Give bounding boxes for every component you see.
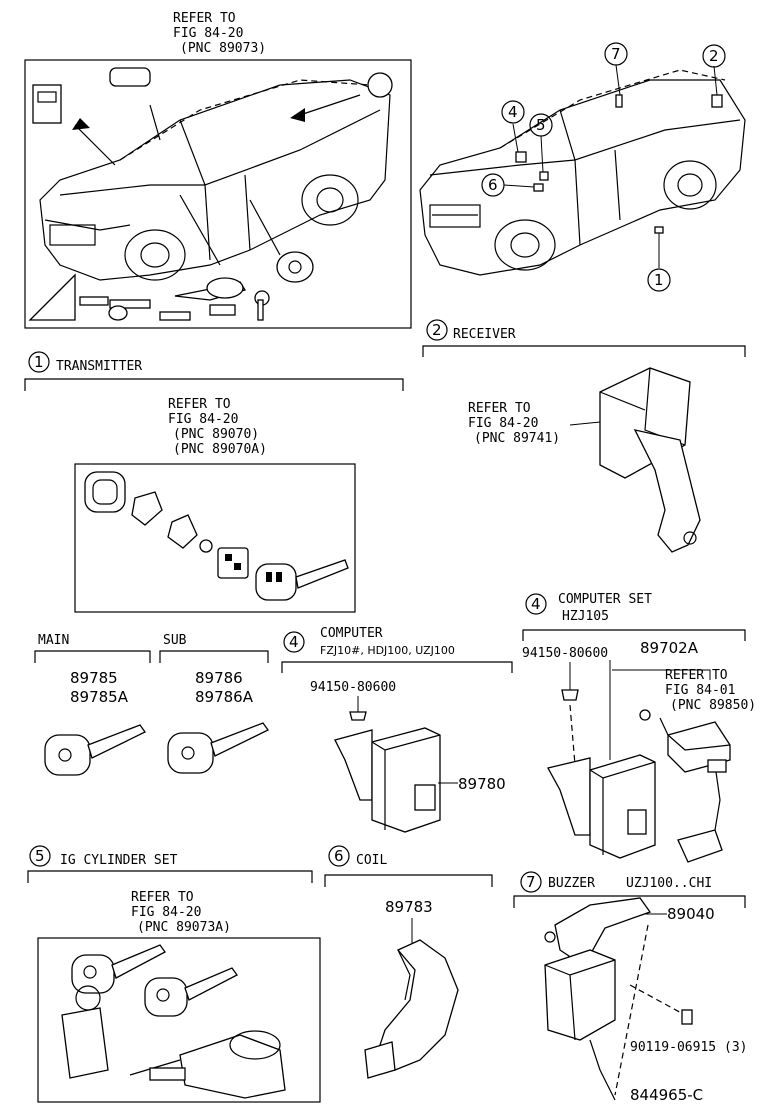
transmitter-frame (74, 463, 356, 613)
computer-set-title: COMPUTER SET (558, 592, 652, 607)
callout-2: 2 (702, 44, 726, 68)
svg-text:(PNC 89070A): (PNC 89070A) (173, 442, 267, 457)
svg-text:89786: 89786 (195, 669, 243, 687)
coil-section: 6 COIL 89783 (324, 845, 493, 1079)
vehicle-left-illustration (28, 67, 393, 321)
svg-text:(PNC 89741): (PNC 89741) (474, 431, 560, 446)
svg-text:94150-80600: 94150-80600 (522, 646, 608, 661)
coil-title: COIL (356, 853, 387, 868)
callout-7: 7 (604, 42, 628, 66)
overview-frame (24, 59, 412, 329)
callout-5: 5 (529, 113, 553, 137)
svg-text:REFER TO: REFER TO (168, 397, 231, 412)
top-left-reference: REFER TO FIG 84-20 (PNC 89073) (173, 11, 266, 56)
computer-set-model: HZJ105 (562, 609, 609, 624)
vehicle-right-illustration (419, 64, 746, 276)
svg-text:5: 5 (536, 116, 546, 134)
computer-set-num: 4 (531, 595, 541, 613)
transmitter-num: 1 (34, 353, 44, 371)
pnc-text: (PNC 89073) (180, 41, 266, 56)
computer-models: FZJ10#, HDJ100, UZJ100 (320, 644, 455, 657)
receiver-num: 2 (432, 321, 442, 339)
svg-text:1: 1 (654, 271, 664, 289)
svg-text:REFER TO: REFER TO (665, 668, 728, 683)
receiver-section: 2 RECEIVER REFER TO FIG 84-20 (PNC 89741… (422, 319, 746, 553)
buzzer-section: 7 BUZZER UZJ100..CHI 89040 90119-06915 (… (513, 871, 747, 1101)
computer-title: COMPUTER (320, 626, 383, 641)
main-key-section: MAIN 89785 89785A (34, 633, 151, 776)
computer-num: 4 (289, 633, 299, 651)
ig-cylinder-section: 5 IG CYLINDER SET REFER TO FIG 84-20 (PN… (27, 845, 321, 1103)
svg-text:(PNC 89073A): (PNC 89073A) (137, 920, 231, 935)
svg-text:(PNC 89850): (PNC 89850) (670, 698, 756, 713)
buzzer-model: UZJ100..CHI (626, 876, 712, 891)
svg-text:FIG 84-20: FIG 84-20 (131, 905, 201, 920)
ig-cylinder-frame (37, 937, 321, 1103)
diagram-id: 844965-C (630, 1086, 703, 1104)
buzzer-qty: (3) (724, 1040, 747, 1055)
computer-section: 4 COMPUTER FZJ10#, HDJ100, UZJ100 94150-… (281, 626, 513, 833)
computer-part: 89780 (458, 775, 506, 793)
transmitter-title: TRANSMITTER (56, 359, 142, 374)
callout-1: 1 (647, 268, 671, 292)
svg-text:89786A: 89786A (195, 688, 254, 706)
svg-text:7: 7 (611, 45, 621, 63)
computer-set-part: 89702A (640, 639, 699, 657)
sub-key-section: SUB 89786 89786A (159, 633, 269, 774)
transmitter-section: 1 TRANSMITTER REFER TO FIG 84-20 (PNC 89… (24, 351, 404, 613)
callout-4: 4 (501, 100, 525, 124)
main-label: MAIN (38, 633, 69, 648)
svg-text:6: 6 (488, 176, 498, 194)
svg-text:FIG 84-01: FIG 84-01 (665, 683, 735, 698)
buzzer-num: 7 (526, 873, 536, 891)
buzzer-title: BUZZER (548, 876, 595, 891)
refer-text: REFER TO (173, 11, 236, 26)
svg-text:FIG 84-20: FIG 84-20 (468, 416, 538, 431)
svg-text:REFER TO: REFER TO (131, 890, 194, 905)
svg-text:2: 2 (709, 47, 719, 65)
coil-part: 89783 (385, 898, 433, 916)
svg-text:89785A: 89785A (70, 688, 129, 706)
callout-6: 6 (481, 173, 505, 197)
fig-text: FIG 84-20 (173, 26, 243, 41)
svg-text:4: 4 (508, 103, 518, 121)
ig-cylinder-title: IG CYLINDER SET (60, 853, 178, 868)
receiver-title: RECEIVER (453, 327, 516, 342)
computer-set-section: 4 COMPUTER SET HZJ105 94150-80600 89702A… (522, 592, 756, 863)
ig-cylinder-num: 5 (35, 847, 45, 865)
buzzer-part: 89040 (667, 905, 715, 923)
buzzer-bolt: 90119-06915 (630, 1040, 716, 1055)
coil-num: 6 (334, 847, 344, 865)
svg-text:FIG 84-20: FIG 84-20 (168, 412, 238, 427)
svg-text:94150-80600: 94150-80600 (310, 680, 396, 695)
svg-text:89785: 89785 (70, 669, 118, 687)
sub-label: SUB (163, 633, 187, 648)
svg-text:(PNC 89070): (PNC 89070) (173, 427, 259, 442)
svg-text:REFER TO: REFER TO (468, 401, 531, 416)
